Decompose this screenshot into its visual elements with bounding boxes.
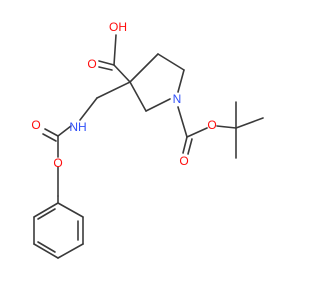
atom-label-n-ring: N xyxy=(173,92,182,106)
bond-nh-carbonyl xyxy=(57,125,72,137)
bond-ring-c5-n xyxy=(177,69,185,93)
bond-boc-o-double-2 xyxy=(187,138,193,155)
bond-o-tbu xyxy=(216,125,237,129)
bond-ring-c2-c3 xyxy=(129,81,147,112)
bond-boc-o-double-1 xyxy=(182,136,188,154)
bond-tbu-me1 xyxy=(235,117,264,129)
bond-benzene-4 xyxy=(33,243,59,259)
bond-benzene-inner-2 xyxy=(37,241,56,253)
atom-label-o-carbamate-ether: O xyxy=(53,156,62,170)
bond-c3-ch2 xyxy=(96,81,131,99)
structure-diagram: OH O N NH O O O O xyxy=(31,20,264,259)
bond-cooh-o-double-1 xyxy=(98,60,115,66)
atom-label-o-carbamate-carbonyl: O xyxy=(31,118,40,132)
bond-carbonyl-o-double-1 xyxy=(44,128,59,137)
atom-label-oh: OH xyxy=(109,20,127,34)
bond-benzene-3 xyxy=(57,243,84,259)
bond-cooh-o-double-2 xyxy=(98,66,113,71)
bond-cooh-oh xyxy=(113,34,117,66)
bond-c3-cooh xyxy=(113,64,131,83)
bond-ring-c3-c4 xyxy=(129,53,159,83)
atom-label-o-boc-carbonyl: O xyxy=(179,154,188,168)
atom-label-nh: NH xyxy=(69,120,86,134)
atom-label-o-boc-ether: O xyxy=(207,118,216,132)
bond-benzene-6 xyxy=(33,202,59,218)
bond-ring-c4-c5 xyxy=(157,53,185,71)
molecule-canvas: OH O N NH O O O O xyxy=(31,20,264,259)
bond-n-boc-carbonyl xyxy=(177,106,188,138)
bond-ring-n-c2 xyxy=(145,98,171,112)
bond-boc-o-ether xyxy=(186,127,208,138)
atom-label-o-carboxyl: O xyxy=(87,57,96,71)
bond-carbonyl-o-double-2 xyxy=(42,133,57,142)
bond-benzene-1 xyxy=(57,202,84,218)
bond-ch2-nh xyxy=(79,97,98,121)
bond-benzene-inner-3 xyxy=(37,208,56,220)
